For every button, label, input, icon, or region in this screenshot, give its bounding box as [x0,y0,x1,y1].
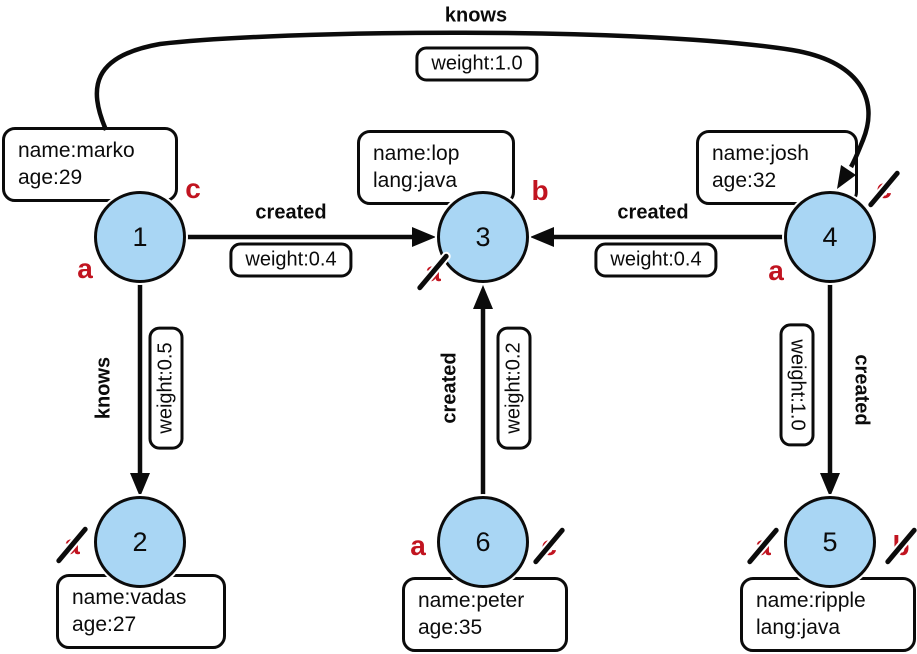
marker-node4-a: a [768,255,784,286]
property-line: lang:java [373,169,458,193]
property-line: name:marko [18,139,135,162]
node-id: 6 [475,526,491,557]
edge-label-knows-1-2: knows [92,356,115,420]
arrowhead-icon [530,227,554,247]
edge-label-created-4-5: created [850,354,873,426]
property-line: name:peter [418,589,525,612]
marker-node1-a: a [77,253,93,284]
node-5-properties: name:ripple lang:java [740,577,916,652]
marker-node3-b: b [531,175,549,206]
node-1-properties: name:marko age:29 [2,127,178,202]
weight-badge-knows-1-4: weight:1.0 [415,46,539,82]
weight-badge-created-6-3: weight:0.2 [496,326,532,450]
node-circle-3: 3 [437,191,529,283]
node-id: 3 [475,221,491,252]
marker-node6-a: a [410,530,426,561]
edge-knows-1-4 [94,30,871,169]
node-circle-1: 1 [94,191,186,283]
node-3-properties: name:lop lang:java [357,130,515,205]
weight-badge-created-4-5: weight:1.0 [779,323,815,447]
weight-badge-created-4-3: weight:0.4 [594,242,718,278]
node-6-properties: name:peter age:35 [402,577,568,652]
node-id: 1 [132,221,148,252]
node-circle-2: 2 [94,496,186,588]
edge-label-created-1-3: created [255,201,327,224]
node-circle-4: 4 [784,191,876,283]
marker-node1-c: c [185,173,201,204]
arrowhead-icon [130,473,150,497]
property-line: name:josh [712,142,809,165]
property-line: age:35 [418,616,483,640]
node-id: 5 [822,526,838,557]
weight-badge-knows-1-2: weight:0.5 [148,326,184,450]
arrowhead-icon [820,473,840,497]
edge-label-created-4-3: created [617,201,689,224]
property-line: lang:java [756,616,841,640]
arrowhead-icon [412,227,436,247]
property-line: age:32 [712,169,777,193]
property-line: age:27 [72,613,137,637]
arrowhead-icon [473,285,493,309]
property-line: name:ripple [756,589,866,612]
node-circle-5: 5 [784,496,876,588]
edge-label-knows-1-4: knows [444,4,508,27]
node-id: 4 [822,221,838,252]
property-line: name:vadas [72,586,187,609]
property-line: age:29 [18,166,83,190]
node-id: 2 [132,526,148,557]
arrowhead-icon [837,165,856,189]
node-circle-6: 6 [437,496,529,588]
edge-label-created-6-3: created [438,352,461,424]
property-line: name:lop [373,142,460,165]
weight-badge-created-1-3: weight:0.4 [229,242,353,278]
